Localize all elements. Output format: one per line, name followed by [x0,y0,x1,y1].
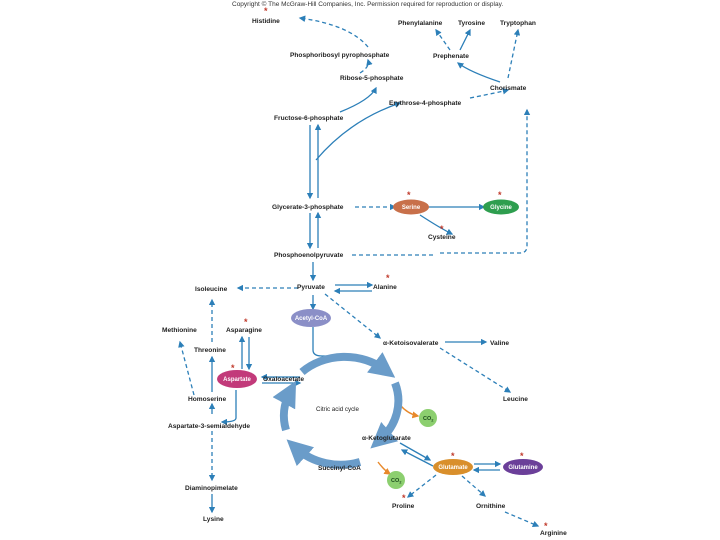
label-pep: Phosphoenolpyruvate [274,252,344,259]
label-oxaloacetate: Oxaloacetate [263,376,304,383]
label-co2-a: CO2 [423,416,434,423]
star-arginine: * [544,521,548,531]
star-cysteine: * [440,224,444,234]
copyright-notice: Copyright © The McGraw-Hill Companies, I… [232,1,504,8]
arrow-homoserine-methionine [178,340,195,396]
arrow-chorismate-prephenate [456,62,501,83]
star-serine: * [407,190,411,200]
label-glutamate: Glutamate [438,465,468,471]
label-acetylcoa: Acetyl-CoA [295,316,328,322]
label-succinylcoa: Succinyl-CoA [318,465,361,472]
cycle-arc-top [299,352,396,378]
label-methionine: Methionine [162,327,197,334]
label-isoleucine: Isoleucine [195,286,228,293]
star-aspartate: * [231,363,235,373]
arrow-co2-a [399,404,420,419]
glutamine-oval [503,459,543,475]
co2-circle-b [387,471,405,489]
label-glycerate: Glycerate-3-phosphate [272,204,344,211]
cycle-arc-right [370,381,403,449]
label-histidine: Histidine [252,18,280,25]
label-threonine: Threonine [194,347,226,354]
acetylcoa-oval [291,309,331,327]
label-ribose: Ribose-5-phosphate [340,75,404,82]
arrow-prephenate-tyrosine [459,28,471,51]
label-ketoglutarate: α-Ketoglutarate [362,435,411,442]
label-ketoisovalerate: α-Ketoisovalerate [383,340,439,347]
label-pyruvate: Pyruvate [297,284,325,291]
arrow-pep-chorismate [440,108,531,254]
molecule-ovals [217,199,543,489]
arrow-glutamate-ketoglutarate [400,449,434,467]
glycine-oval [483,199,519,215]
star-proline: * [402,493,406,503]
label-arginine: Arginine [540,530,567,537]
label-fructose: Fructose-6-phosphate [274,115,344,122]
arrow-acetyl-cycle [312,327,354,360]
arrow-erythrose-chorismate [469,88,510,99]
cycle-arc-left [272,380,297,432]
glutamate-oval [433,459,473,475]
labels: Histidine Phosphoribosyl pyrophosphate R… [162,18,567,537]
label-citric-acid-cycle: Citric acid cycle [316,406,360,413]
arrow-aspartate-semialdehyde [220,390,237,426]
label-proline: Proline [392,503,415,510]
label-serine: Serine [402,205,421,211]
star-asparagine: * [244,317,248,327]
label-lysine: Lysine [203,516,224,523]
label-cysteine: Cysteine [428,234,456,241]
arrow-fructose-ribose [339,86,377,113]
arrow-ornithine-arginine [504,511,540,527]
label-ornithine: Ornithine [476,503,506,510]
cycle-arc-bottom [286,439,362,469]
arrow-glutamate-proline [406,474,437,498]
arrow-prpp-histidine [298,15,369,48]
co2-circle-a [419,409,437,427]
arrow-fructose-erythrose [315,101,402,161]
star-markers: * * * * * * * * * * * [231,6,548,531]
label-prpp: Phosphoribosyl pyrophosphate [290,52,390,59]
label-tryptophan: Tryptophan [500,20,536,27]
star-glutamine: * [520,451,524,461]
pathway-arrows [178,15,540,527]
arrow-pyruvate-ketoisovalerate [324,293,382,339]
label-prephenate: Prephenate [433,53,469,60]
label-tyrosine: Tyrosine [458,20,485,27]
serine-oval [393,199,429,215]
citric-acid-cycle [272,352,403,469]
label-glutamine: Glutamine [508,465,538,471]
label-leucine: Leucine [503,396,528,403]
label-glycine: Glycine [490,205,512,211]
label-asparagine: Asparagine [226,327,262,334]
label-aspartate: Aspartate [223,377,251,383]
star-glycine: * [498,190,502,200]
arrow-ketoglutarate-glutamate [399,442,432,461]
label-erythrose: Erythrose-4-phosphate [389,100,462,107]
aspartate-oval [217,370,257,388]
arrow-ketoisovalerate-leucine [439,347,512,393]
star-alanine: * [386,273,390,283]
star-histidine: * [264,6,268,16]
star-glutamate: * [451,451,455,461]
arrow-serine-cysteine [419,214,454,235]
label-semialdehyde: Aspartate-3-semialdehyde [168,423,250,430]
label-diaminopimelate: Diaminopimelate [185,485,238,492]
arrow-prephenate-phenylalanine [435,28,451,51]
label-homoserine: Homoserine [188,396,226,403]
arrow-chorismate-tryptophan [507,28,521,79]
arrow-glutamate-ornithine [461,475,486,497]
arrow-ribose-prpp [359,58,373,74]
label-alanine: Alanine [373,284,397,291]
arrow-co2-b [377,461,392,475]
label-chorismate: Chorismate [490,85,527,92]
label-co2-b: CO2 [391,478,402,485]
label-phenylalanine: Phenylalanine [398,20,443,27]
label-valine: Valine [490,340,509,347]
